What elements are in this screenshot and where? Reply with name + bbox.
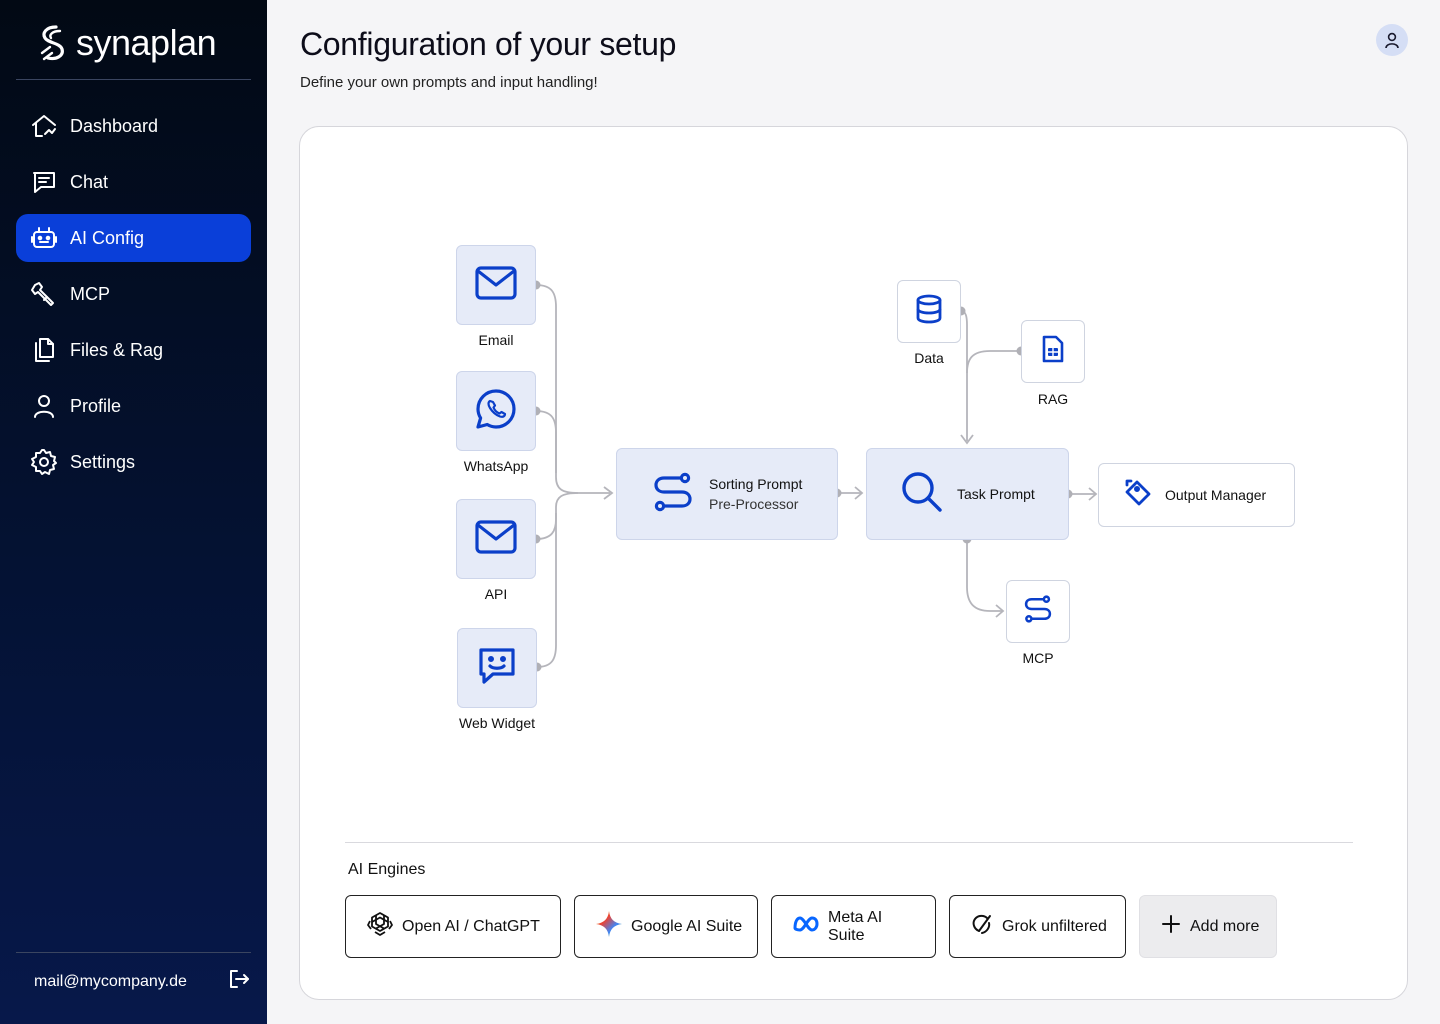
grok-icon (970, 912, 994, 941)
sidebar-item-files-rag[interactable]: Files & Rag (16, 326, 251, 374)
tag-icon (1123, 478, 1153, 513)
home-icon (30, 112, 58, 140)
sidebar-nav: Dashboard Chat AI Config (16, 102, 251, 494)
search-icon (901, 471, 943, 518)
sorting-prompt-title: Sorting Prompt (709, 476, 803, 492)
sidebar-item-ai-config[interactable]: AI Config (16, 214, 251, 262)
engine-button-google[interactable]: Google AI Suite (574, 895, 758, 958)
document-icon (1041, 335, 1065, 368)
chat-smile-icon (477, 646, 517, 691)
sidebar-item-chat[interactable]: Chat (16, 158, 251, 206)
sidebar: synaplan Dashboard Chat (0, 0, 267, 1024)
meta-icon (792, 914, 820, 939)
input-node-email[interactable] (456, 245, 536, 325)
engines-list: Open AI / ChatGPT Google AI Suite (345, 895, 1277, 958)
engine-button-grok[interactable]: Grok unfiltered (949, 895, 1126, 958)
engine-label: Open AI / ChatGPT (402, 917, 540, 935)
mail-icon (475, 519, 517, 559)
input-node-label: WhatsApp (463, 458, 529, 474)
openai-icon (366, 910, 394, 943)
user-avatar-icon (1385, 32, 1399, 49)
sorting-prompt-node[interactable]: Sorting Prompt Pre-Processor (616, 448, 838, 540)
rag-node[interactable] (1021, 320, 1085, 383)
plus-icon (1160, 913, 1182, 940)
config-panel: Email WhatsApp API (299, 126, 1408, 1000)
mail-icon (475, 265, 517, 305)
files-icon (30, 336, 58, 364)
page-subtitle: Define your own prompts and input handli… (300, 74, 598, 91)
engine-button-openai[interactable]: Open AI / ChatGPT (345, 895, 561, 958)
input-node-whatsapp[interactable] (456, 371, 536, 451)
route-icon (1024, 595, 1052, 628)
sidebar-item-label: Settings (70, 451, 136, 472)
app-name: synaplan (76, 22, 217, 63)
sidebar-item-dashboard[interactable]: Dashboard (16, 102, 251, 150)
engines-title: AI Engines (348, 861, 426, 878)
engine-button-meta[interactable]: Meta AI Suite (771, 895, 936, 958)
logout-icon[interactable] (228, 968, 250, 995)
sidebar-divider-bottom (16, 952, 251, 953)
data-node[interactable] (897, 280, 961, 343)
input-node-label: Web Widget (459, 715, 535, 731)
user-icon (30, 392, 58, 420)
sidebar-item-profile[interactable]: Profile (16, 382, 251, 430)
gemini-icon (595, 910, 623, 943)
whatsapp-icon (475, 388, 517, 435)
flow-diagram: Email WhatsApp API (300, 127, 1409, 827)
output-manager-node[interactable]: Output Manager (1098, 463, 1295, 527)
engines-divider (345, 842, 1353, 843)
output-manager-title: Output Manager (1165, 487, 1267, 503)
sidebar-item-label: AI Config (70, 227, 145, 248)
sidebar-item-label: Chat (70, 171, 109, 192)
input-node-label: API (484, 586, 508, 602)
task-prompt-title: Task Prompt (957, 486, 1035, 502)
sidebar-item-label: MCP (70, 283, 110, 304)
engine-label: Google AI Suite (631, 917, 743, 935)
sidebar-footer: mail@mycompany.de (34, 968, 250, 995)
input-node-api[interactable] (456, 499, 536, 579)
mcp-node-label: MCP (1022, 650, 1054, 666)
sidebar-divider-top (16, 79, 251, 80)
rag-node-label: RAG (1037, 391, 1069, 407)
logo[interactable]: synaplan (36, 22, 217, 64)
input-node-label: Email (478, 332, 514, 348)
database-icon (915, 294, 943, 329)
avatar[interactable] (1376, 24, 1408, 56)
gear-icon (30, 448, 58, 476)
sidebar-item-mcp[interactable]: MCP (16, 270, 251, 318)
wrench-icon (30, 280, 58, 308)
sorting-prompt-subtitle: Pre-Processor (709, 496, 799, 512)
sidebar-item-settings[interactable]: Settings (16, 438, 251, 486)
engine-label: Add more (1190, 917, 1260, 935)
engine-label: Grok unfiltered (1002, 917, 1107, 935)
robot-icon (30, 224, 58, 252)
input-node-web-widget[interactable] (457, 628, 537, 708)
add-engine-button[interactable]: Add more (1139, 895, 1277, 958)
page-title: Configuration of your setup (300, 26, 677, 62)
sidebar-item-label: Dashboard (70, 115, 159, 136)
sidebar-item-label: Profile (70, 395, 122, 416)
route-icon (653, 472, 693, 517)
sidebar-item-label: Files & Rag (70, 339, 164, 360)
engine-label: Meta AI Suite (828, 908, 883, 944)
synaplan-logo-icon (40, 25, 64, 61)
task-prompt-node[interactable]: Task Prompt (866, 448, 1069, 540)
chat-icon (30, 168, 58, 196)
mcp-node[interactable] (1006, 580, 1070, 643)
user-email: mail@mycompany.de (34, 972, 187, 990)
data-node-label: Data (914, 350, 944, 366)
